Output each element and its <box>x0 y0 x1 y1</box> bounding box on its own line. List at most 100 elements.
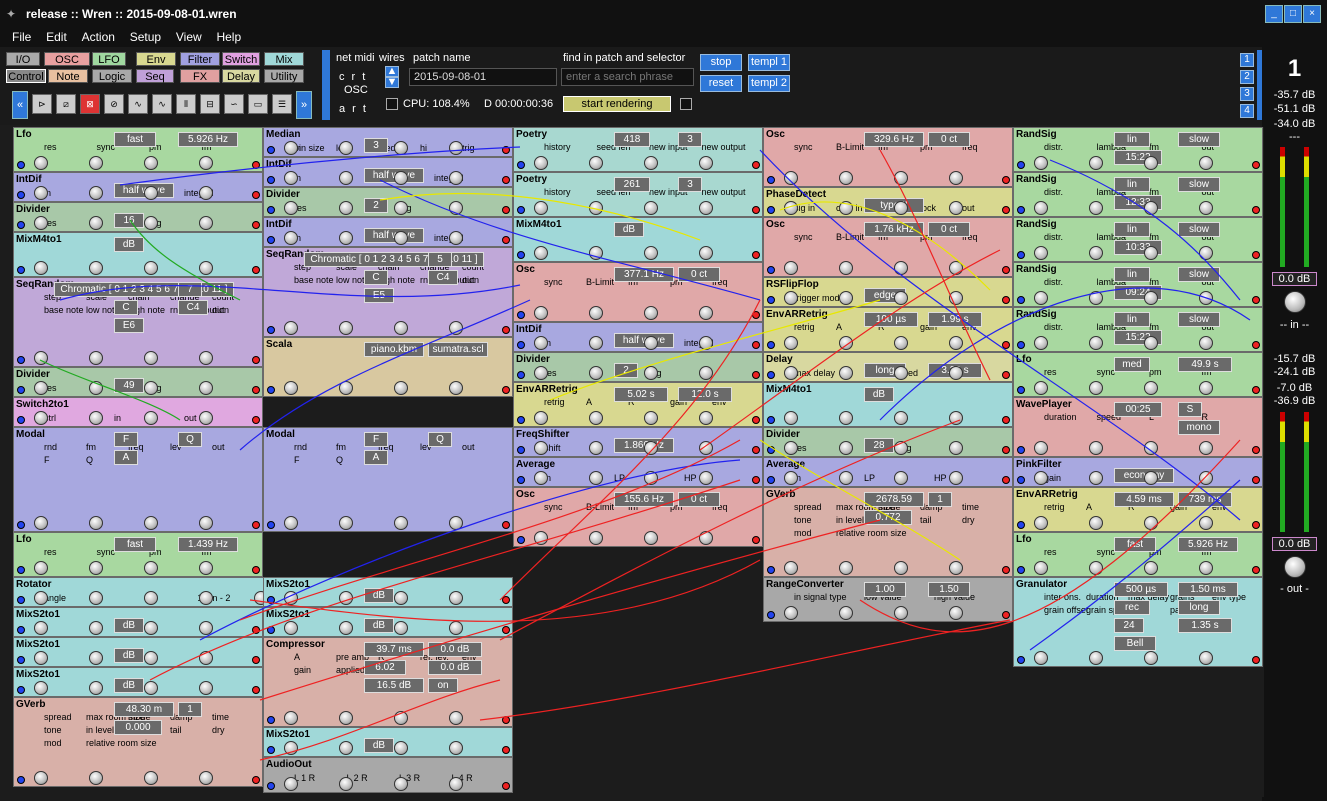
module-display[interactable]: 377.1 Hz <box>614 267 674 282</box>
module-knob[interactable] <box>589 246 603 260</box>
input-connector[interactable] <box>1017 251 1025 259</box>
module-knob[interactable] <box>284 201 298 215</box>
templ1-button[interactable]: templ 1 <box>748 54 790 71</box>
input-connector[interactable] <box>17 356 25 364</box>
module-display[interactable]: 0 ct <box>928 132 970 147</box>
module-knob[interactable] <box>339 201 353 215</box>
input-connector[interactable] <box>267 521 275 529</box>
input-connector[interactable] <box>17 161 25 169</box>
module-knob[interactable] <box>644 201 658 215</box>
module-knob[interactable] <box>449 516 463 530</box>
module-knob[interactable] <box>784 261 798 275</box>
module-knob[interactable] <box>1144 201 1158 215</box>
module-knob[interactable] <box>449 777 463 791</box>
output-connector[interactable] <box>252 191 260 199</box>
module-display[interactable]: 329.6 Hz <box>864 132 924 147</box>
module-knob[interactable] <box>534 306 548 320</box>
module-knob[interactable] <box>34 591 48 605</box>
module-palette-icon-1[interactable]: ⊳ <box>32 94 52 114</box>
input-connector[interactable] <box>17 626 25 634</box>
module-knob[interactable] <box>894 366 908 380</box>
module-knob[interactable] <box>339 516 353 530</box>
module-knob[interactable] <box>1089 156 1103 170</box>
module-knob[interactable] <box>534 411 548 425</box>
module-knob[interactable] <box>394 231 408 245</box>
output-connector[interactable] <box>752 476 760 484</box>
module-average[interactable]: AverageinLPHP <box>513 457 763 487</box>
module-knob[interactable] <box>199 621 213 635</box>
module-knob[interactable] <box>449 321 463 335</box>
module-knob[interactable] <box>89 261 103 275</box>
module-display[interactable]: A <box>364 450 388 465</box>
module-knob[interactable] <box>89 651 103 665</box>
module-knob[interactable] <box>894 471 908 485</box>
module-knob[interactable] <box>699 366 713 380</box>
module-knob[interactable] <box>89 186 103 200</box>
output-connector[interactable] <box>252 656 260 664</box>
module-knob[interactable] <box>284 516 298 530</box>
module-display[interactable]: 16 <box>114 213 144 228</box>
module-knob[interactable] <box>144 681 158 695</box>
module-knob[interactable] <box>784 366 798 380</box>
module-knob[interactable] <box>1034 246 1048 260</box>
output-connector[interactable] <box>252 356 260 364</box>
module-knob[interactable] <box>199 516 213 530</box>
module-intdif[interactable]: IntDifindifferentialintegralhalf wave <box>263 157 513 187</box>
module-display[interactable]: 2 <box>364 198 388 213</box>
module-knob[interactable] <box>644 306 658 320</box>
module-display[interactable]: 2678.59 <box>864 492 924 507</box>
input-connector[interactable] <box>267 386 275 394</box>
module-display[interactable]: mono <box>1178 420 1220 435</box>
output-connector[interactable] <box>752 341 760 349</box>
module-knob[interactable] <box>284 741 298 755</box>
module-knob[interactable] <box>644 366 658 380</box>
module-knob[interactable] <box>699 246 713 260</box>
input-connector[interactable] <box>17 191 25 199</box>
module-knob[interactable] <box>1089 246 1103 260</box>
input-connector[interactable] <box>17 266 25 274</box>
module-knob[interactable] <box>1144 471 1158 485</box>
module-knob[interactable] <box>839 441 853 455</box>
output-connector[interactable] <box>1002 371 1010 379</box>
output-connector[interactable] <box>252 266 260 274</box>
input-connector[interactable] <box>517 371 525 379</box>
category-tab-utility[interactable]: Utility <box>264 69 304 83</box>
module-knob[interactable] <box>199 771 213 785</box>
module-knob[interactable] <box>89 561 103 575</box>
in-gain-knob[interactable] <box>1284 291 1306 313</box>
module-knob[interactable] <box>144 156 158 170</box>
module-knob[interactable] <box>1199 291 1213 305</box>
module-display[interactable]: 00:25 <box>1114 402 1162 417</box>
module-knob[interactable] <box>199 591 213 605</box>
module-knob[interactable] <box>394 201 408 215</box>
input-connector[interactable] <box>267 626 275 634</box>
module-knob[interactable] <box>89 516 103 530</box>
module-display[interactable]: dB <box>614 222 644 237</box>
module-knob[interactable] <box>589 411 603 425</box>
module-knob[interactable] <box>1034 651 1048 665</box>
output-connector[interactable] <box>502 326 510 334</box>
module-display[interactable]: C <box>114 300 138 315</box>
module-knob[interactable] <box>144 216 158 230</box>
module-knob[interactable] <box>1144 246 1158 260</box>
module-display[interactable]: 739 ms <box>1178 492 1232 507</box>
module-knob[interactable] <box>394 591 408 605</box>
output-connector[interactable] <box>1002 476 1010 484</box>
module-display[interactable]: 5.926 Hz <box>1178 537 1238 552</box>
module-knob[interactable] <box>784 171 798 185</box>
module-display[interactable]: dB <box>114 678 144 693</box>
module-palette-icon-10[interactable]: ▭ <box>248 94 268 114</box>
module-display[interactable]: 3 <box>364 138 388 153</box>
module-knob[interactable] <box>894 171 908 185</box>
module-knob[interactable] <box>144 591 158 605</box>
module-display[interactable]: 49 <box>114 378 144 393</box>
